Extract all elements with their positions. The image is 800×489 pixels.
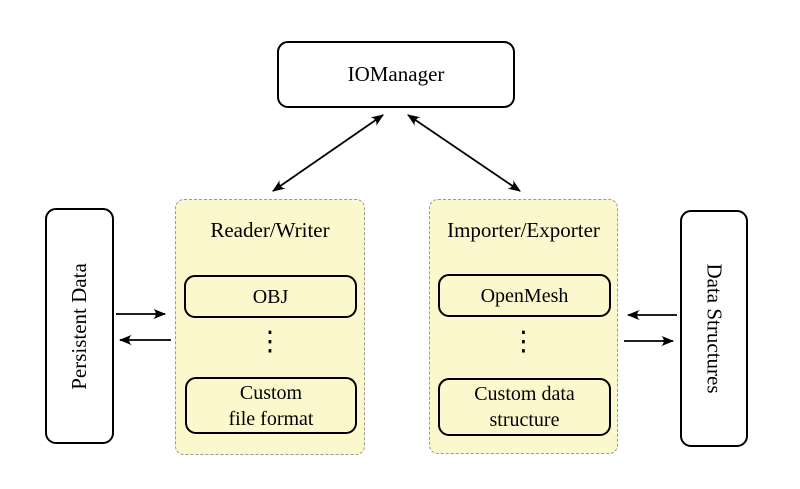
custom-data-structure-node: Custom data structure	[438, 378, 611, 436]
data-structures-node: Data Structures	[680, 210, 748, 447]
iomanager-node: IOManager	[277, 41, 515, 108]
custom-data-structure-line1: Custom data	[474, 383, 575, 405]
openmesh-label: OpenMesh	[480, 284, 569, 307]
obj-node: OBJ	[184, 275, 357, 318]
custom-file-format-line2: file format	[228, 407, 314, 430]
custom-file-format-line1: Custom	[239, 381, 303, 404]
openmesh-node: OpenMesh	[438, 274, 611, 317]
custom-file-format-node: Custom file format	[185, 377, 357, 434]
importer-exporter-title: Importer/Exporter	[447, 218, 600, 242]
persistent-data-label: Persistent Data	[67, 262, 91, 390]
obj-label: OBJ	[252, 285, 289, 308]
iomanager-label: IOManager	[347, 62, 445, 86]
custom-data-structure-line2: structure	[489, 409, 560, 431]
importer-exporter-group: Importer/Exporter OpenMesh ⋮ Custom data…	[429, 199, 618, 454]
data-structures-label: Data Structures	[702, 263, 727, 394]
arrow-iomanager-importerexporter	[407, 114, 521, 192]
persistent-data-node: Persistent Data	[45, 208, 114, 444]
reader-writer-group: Reader/Writer OBJ ⋮ Custom file format	[175, 199, 365, 455]
vertical-ellipsis-icon: ⋮	[256, 326, 284, 357]
vertical-ellipsis-icon: ⋮	[510, 326, 537, 357]
reader-writer-title: Reader/Writer	[210, 218, 330, 242]
arrow-iomanager-readerwriter	[272, 114, 384, 192]
